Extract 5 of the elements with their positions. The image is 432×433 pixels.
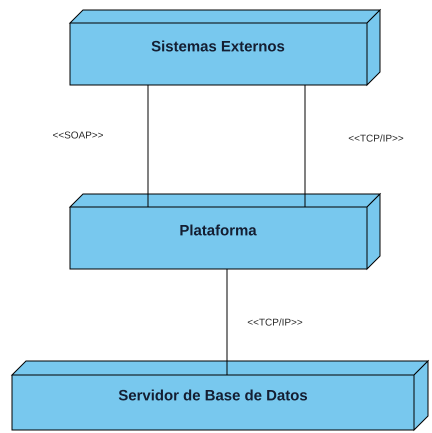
edge-label: <<SOAP>> [53,131,103,139]
connector-line [226,268,228,376]
edge-label: <<TCP/IP>> [248,318,302,326]
connector-line [304,84,306,208]
edge-label: <<TCP/IP>> [348,134,404,142]
